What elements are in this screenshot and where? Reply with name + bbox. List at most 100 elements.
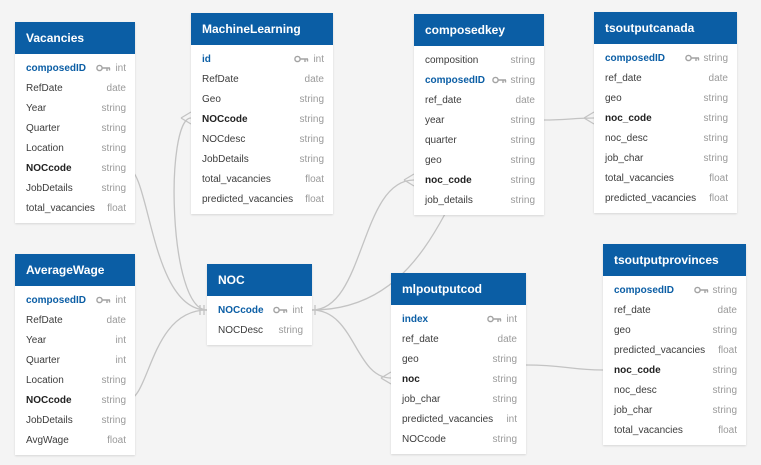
field-name: JobDetails xyxy=(26,182,73,194)
primary-key-icon xyxy=(684,54,700,62)
field-type: int xyxy=(115,354,126,366)
field-type: float xyxy=(305,173,324,185)
table-title[interactable]: MachineLearning xyxy=(191,13,333,45)
field-name: job_char xyxy=(605,152,644,164)
table-title[interactable]: tsoutputcanada xyxy=(594,12,737,44)
table-title[interactable]: AverageWage xyxy=(15,254,135,286)
field-type: string xyxy=(510,194,535,206)
field-type: string xyxy=(703,52,728,64)
table-title[interactable]: mlpoutputcod xyxy=(391,273,526,305)
field-type: string xyxy=(278,324,303,336)
field-type: string xyxy=(712,384,737,396)
field-name: geo xyxy=(425,154,442,166)
field-name: total_vacancies xyxy=(605,172,674,184)
table-title[interactable]: NOC xyxy=(207,264,312,296)
field-type: string xyxy=(299,113,324,125)
field-name: geo xyxy=(614,324,631,336)
field-name: RefDate xyxy=(26,314,63,326)
field-name: composedID xyxy=(26,294,87,306)
field-type: float xyxy=(107,434,126,446)
link-machinelearning-noc xyxy=(173,117,208,311)
field-type: string xyxy=(712,284,737,296)
field-type: string xyxy=(492,353,517,365)
field-row[interactable]: NOCcode string xyxy=(191,109,333,129)
field-type: date xyxy=(497,333,517,345)
field-name: NOCcode xyxy=(26,162,72,174)
one-marker xyxy=(199,305,205,315)
table-title[interactable]: composedkey xyxy=(414,14,544,46)
field-type: int xyxy=(292,304,303,316)
field-name: Location xyxy=(26,374,64,386)
field-name: NOCcode xyxy=(202,113,248,125)
table-title[interactable]: tsoutputprovinces xyxy=(603,244,746,276)
primary-key-icon xyxy=(294,55,309,63)
field-name: predicted_vacancies xyxy=(605,192,697,204)
table-title[interactable]: Vacancies xyxy=(15,22,135,54)
